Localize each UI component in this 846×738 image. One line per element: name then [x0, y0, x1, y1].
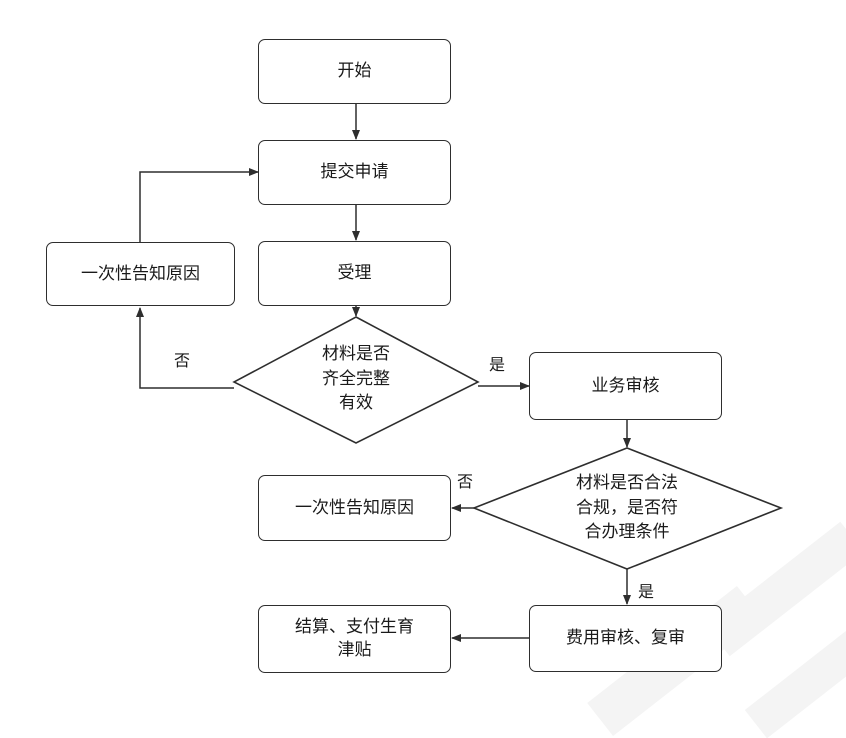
node-fee-review: 费用审核、复审 — [529, 605, 722, 672]
decision-complete-line-2: 齐全完整 — [322, 368, 390, 389]
decision-legal-text: 材料是否合法 合规，是否符 合办理条件 — [547, 471, 707, 545]
arrow-notify-to-submit — [139, 168, 259, 242]
node-accept: 受理 — [258, 241, 451, 306]
decision-legal-line-2: 合规，是否符 — [576, 497, 678, 518]
label-yes-2: 是 — [638, 582, 655, 601]
decision-legal-line-3: 合办理条件 — [584, 522, 670, 543]
node-submit-application: 提交申请 — [258, 140, 451, 205]
label-no-1: 否 — [174, 351, 191, 370]
node-notify-reason-1: 一次性告知原因 — [46, 242, 235, 306]
node-settle-line-2: 津贴 — [337, 640, 372, 660]
node-settle-pay: 结算、支付生育 津贴 — [258, 605, 451, 673]
arrow-decision-no-to-notify — [136, 307, 234, 389]
node-start: 开始 — [258, 39, 451, 104]
decision-complete-text: 材料是否 齐全完整 有效 — [296, 342, 416, 416]
node-business-review: 业务审核 — [529, 352, 722, 420]
label-yes-1: 是 — [489, 355, 506, 374]
decision-legal-line-1: 材料是否合法 — [576, 473, 678, 493]
node-settle-line-1: 结算、支付生育 — [295, 617, 414, 638]
decision-complete-line-1: 材料是否 — [322, 344, 390, 364]
decision-complete-line-3: 有效 — [339, 393, 373, 414]
label-no-2: 否 — [457, 472, 474, 491]
decision-diamond-complete — [232, 316, 480, 444]
node-notify-reason-2: 一次性告知原因 — [258, 475, 451, 541]
